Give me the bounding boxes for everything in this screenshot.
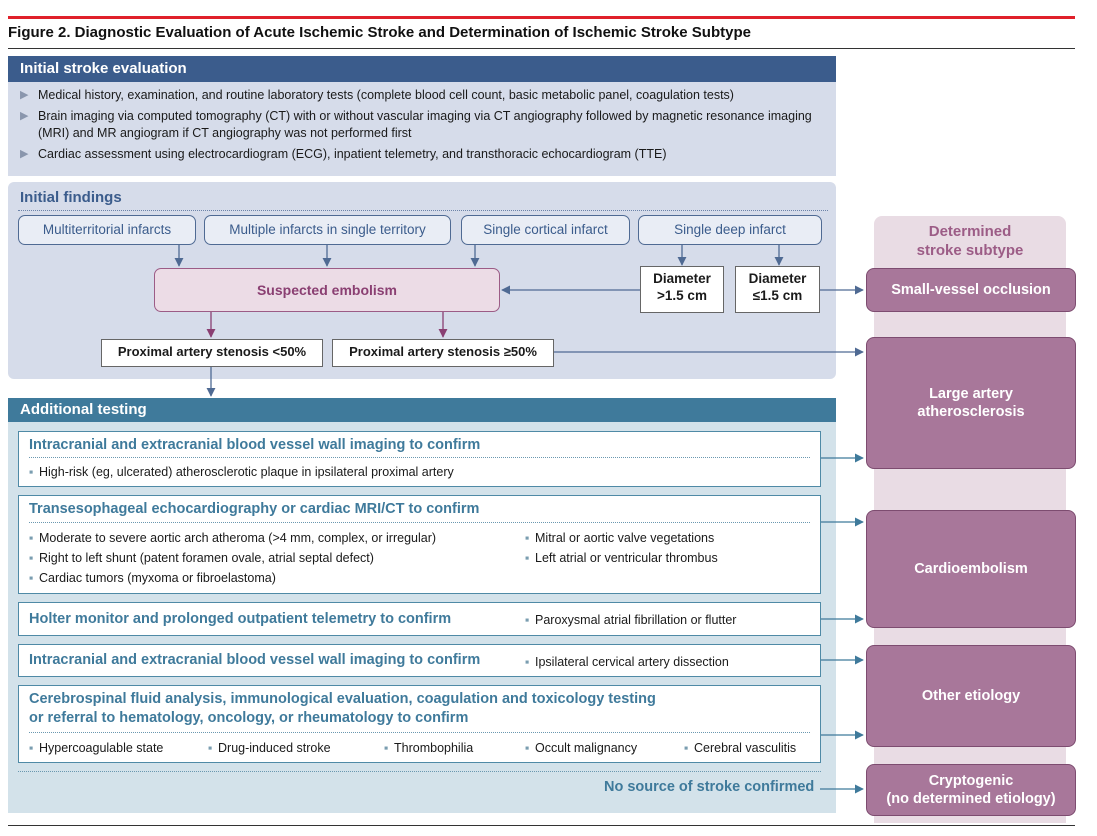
testing-item: ▪Cardiac tumors (myxoma or fibroelastoma…: [29, 571, 276, 585]
testing-box-title: Intracranial and extracranial blood vess…: [29, 652, 481, 668]
testing-item: ▪Cerebral vasculitis: [684, 741, 797, 755]
top-accent-line: [8, 16, 1075, 19]
subtype-cardioembolism: Cardioembolism: [866, 510, 1076, 628]
evaluation-bullet: ▶Cardiac assessment using electrocardiog…: [20, 147, 667, 161]
testing-box-title-line2: or referral to hematology, oncology, or …: [29, 710, 469, 726]
square-bullet-icon: ▪: [525, 741, 530, 755]
triangle-bullet-icon: ▶: [20, 110, 29, 122]
evaluation-bullet: ▶Brain imaging via computed tomography (…: [20, 109, 812, 140]
testing-item: ▪Ipsilateral cervical artery dissection: [525, 655, 729, 669]
subtype-large-artery: Large artery atherosclerosis: [866, 337, 1076, 469]
subtype-cryptogenic: Cryptogenic (no determined etiology): [866, 764, 1076, 816]
testing-item: ▪Thrombophilia: [384, 741, 474, 755]
testing-box-echocardiography: Transesophageal echocardiography or card…: [18, 495, 821, 594]
testing-item: ▪Left atrial or ventricular thrombus: [525, 551, 718, 565]
triangle-bullet-icon: ▶: [20, 148, 29, 160]
square-bullet-icon: ▪: [29, 551, 34, 565]
square-bullet-icon: ▪: [684, 741, 689, 755]
testing-item: ▪Paroxysmal atrial fibrillation or flutt…: [525, 613, 737, 627]
testing-box-csf-hematology: Cerebrospinal fluid analysis, immunologi…: [18, 685, 821, 763]
subtype-header-line1: Determined: [928, 223, 1012, 240]
testing-item: ▪Hypercoagulable state: [29, 741, 164, 755]
triangle-bullet-icon: ▶: [20, 89, 29, 101]
findings-dotted-rule: [18, 210, 828, 211]
square-bullet-icon: ▪: [208, 741, 213, 755]
diameter-small-box: Diameter ≤1.5 cm: [735, 266, 820, 313]
additional-testing-header: Additional testing: [8, 398, 836, 422]
finding-single-deep: Single deep infarct: [638, 215, 822, 245]
finding-single-cortical: Single cortical infarct: [461, 215, 630, 245]
square-bullet-icon: ▪: [525, 655, 530, 669]
subtype-other-etiology: Other etiology: [866, 645, 1076, 747]
bottom-rule: [8, 825, 1075, 826]
square-bullet-icon: ▪: [29, 571, 34, 585]
no-source-label: No source of stroke confirmed: [604, 779, 815, 795]
evaluation-bullet: ▶Medical history, examination, and routi…: [20, 88, 734, 102]
testing-box-holter: Holter monitor and prolonged outpatient …: [18, 602, 821, 636]
square-bullet-icon: ▪: [525, 531, 530, 545]
square-bullet-icon: ▪: [29, 741, 34, 755]
testing-box-vessel-wall-dissection: Intracranial and extracranial blood vess…: [18, 644, 821, 677]
suspected-embolism-box: Suspected embolism: [154, 268, 500, 312]
subtype-header: Determined stroke subtype: [874, 222, 1066, 260]
no-source-dotted-rule: [18, 771, 821, 772]
subtype-header-line2: stroke subtype: [916, 242, 1024, 259]
subtype-small-vessel: Small-vessel occlusion: [866, 268, 1076, 312]
square-bullet-icon: ▪: [29, 531, 34, 545]
testing-dotted-rule: [29, 522, 810, 523]
square-bullet-icon: ▪: [29, 465, 34, 479]
testing-dotted-rule: [29, 457, 810, 458]
finding-multiterritorial: Multiterritorial infarcts: [18, 215, 196, 245]
diameter-large-box: Diameter >1.5 cm: [640, 266, 724, 313]
initial-evaluation-section: Initial stroke evaluation ▶Medical histo…: [8, 56, 836, 176]
testing-item: ▪Mitral or aortic valve vegetations: [525, 531, 715, 545]
square-bullet-icon: ▪: [525, 551, 530, 565]
testing-item: ▪Moderate to severe aortic arch atheroma…: [29, 531, 437, 545]
testing-box-title: Intracranial and extracranial blood vess…: [29, 437, 481, 453]
square-bullet-icon: ▪: [525, 613, 530, 627]
stenosis-high-box: Proximal artery stenosis ≥50%: [332, 339, 554, 367]
initial-evaluation-header: Initial stroke evaluation: [8, 56, 836, 82]
testing-dotted-rule: [29, 732, 810, 733]
initial-evaluation-bullets: ▶Medical history, examination, and routi…: [18, 87, 828, 167]
title-rule: [8, 48, 1075, 49]
testing-box-vessel-wall-plaque: Intracranial and extracranial blood vess…: [18, 431, 821, 487]
testing-item: ▪Drug-induced stroke: [208, 741, 331, 755]
square-bullet-icon: ▪: [384, 741, 389, 755]
testing-item: ▪Right to left shunt (patent foramen ova…: [29, 551, 374, 565]
stenosis-low-box: Proximal artery stenosis <50%: [101, 339, 323, 367]
testing-box-title-line1: Cerebrospinal fluid analysis, immunologi…: [29, 691, 656, 707]
testing-item: ▪High-risk (eg, ulcerated) atherosclerot…: [29, 465, 454, 479]
testing-item: ▪Occult malignancy: [525, 741, 638, 755]
figure-title: Figure 2. Diagnostic Evaluation of Acute…: [8, 24, 751, 41]
testing-box-title: Holter monitor and prolonged outpatient …: [29, 611, 452, 627]
finding-multiple-single-territory: Multiple infarcts in single territory: [204, 215, 451, 245]
initial-findings-header: Initial findings: [20, 189, 122, 206]
testing-box-title: Transesophageal echocardiography or card…: [29, 501, 480, 517]
